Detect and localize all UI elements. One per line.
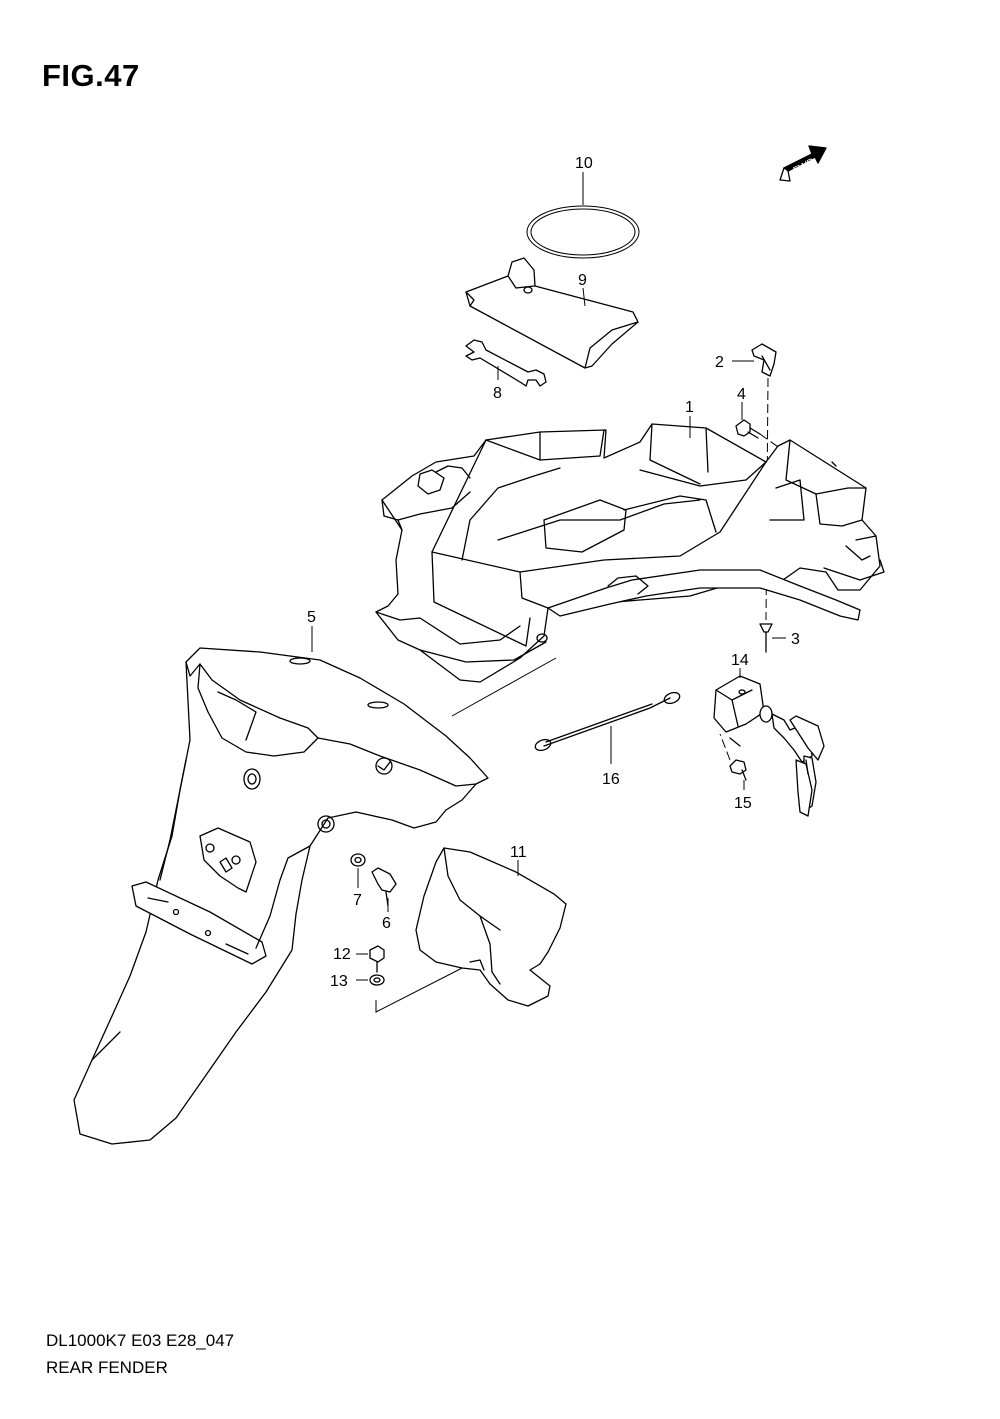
part-8-wrench (465, 339, 547, 387)
part-11-mudguard (415, 847, 567, 1007)
callout-4: 4 (737, 386, 746, 403)
forward-arrow-icon: FWD (779, 145, 827, 182)
callout-10: 10 (575, 155, 593, 172)
callout-6: 6 (382, 915, 391, 932)
forward-arrow-label: FWD (792, 156, 817, 176)
callout-8: 8 (493, 385, 502, 402)
part-3-rivet (759, 623, 773, 653)
part-13-collar (369, 974, 385, 986)
callout-5: 5 (307, 609, 316, 626)
callout-14: 14 (731, 652, 749, 669)
callout-3: 3 (791, 631, 800, 648)
part-1-rear-box (375, 423, 885, 683)
part-5-rear-fender (73, 647, 489, 1145)
callout-13: 13 (330, 973, 348, 990)
part-14-lock (713, 675, 825, 817)
part-2-clip (751, 343, 777, 377)
callout-11: 11 (510, 844, 527, 861)
callout-16: 16 (602, 771, 620, 788)
callout-9: 9 (578, 272, 587, 289)
part-4-bolt (735, 419, 761, 439)
part-12-bolt (369, 945, 385, 973)
callout-2: 2 (715, 354, 724, 371)
figure-title: FIG.47 (42, 58, 140, 93)
callout-1: 1 (685, 399, 694, 416)
part-10-band (526, 205, 640, 259)
callout-12: 12 (333, 946, 351, 963)
part-9-tool-bag (465, 257, 639, 369)
part-15-screw (729, 759, 747, 781)
part-6-bolt (371, 867, 397, 907)
model-code: DL1000K7 E03 E28_047 (46, 1331, 235, 1350)
callout-15: 15 (734, 795, 752, 812)
callout-7: 7 (353, 892, 362, 909)
section-name: REAR FENDER (46, 1358, 168, 1377)
part-7-washer (350, 853, 366, 867)
part-16-cable (534, 691, 681, 752)
